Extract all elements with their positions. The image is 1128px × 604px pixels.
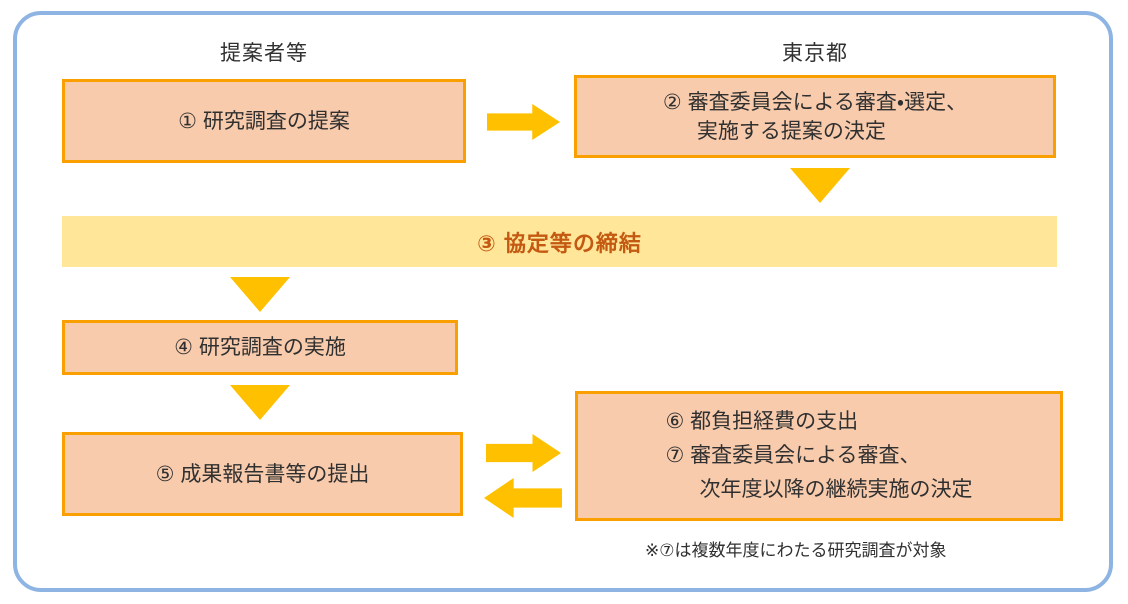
step6-label: ⑥ 都負担経費の支出 <box>665 410 859 433</box>
step5-report-submission-box: ⑤ 成果報告書等の提出 <box>62 432 463 516</box>
outer-rounded-frame <box>13 11 1113 592</box>
step7-label-line1: ⑦ 審査委員会による審査、 <box>665 444 921 467</box>
step2-label-line2: 実施する提案の決定 <box>696 119 886 143</box>
step2-review-committee-box: ② 審査委員会による審査・選定、 実施する提案の決定 <box>574 75 1056 158</box>
footnote-multi-year-note: ※⑦は複数年度にわたる研究調査が対象 <box>645 541 947 560</box>
step2-label-line1: ② 審査委員会による審査・選定、 <box>662 90 968 114</box>
step1-label: ① 研究調査の提案 <box>178 109 350 133</box>
step4-label: ④ 研究調査の実施 <box>174 336 346 359</box>
step6-7-expense-and-review-box: ⑥ 都負担経費の支出 ⑦ 審査委員会による審査、 次年度以降の継続実施の決定 <box>575 391 1063 521</box>
step5-label: ⑤ 成果報告書等の提出 <box>155 462 370 486</box>
step4-research-implementation-box: ④ 研究調査の実施 <box>62 320 458 375</box>
column-header-proposer: 提案者等 <box>220 42 308 65</box>
column-header-tokyo: 東京都 <box>782 42 848 65</box>
step3-agreement-band: ③ 協定等の締結 <box>62 216 1057 267</box>
step7-label-line2: 次年度以降の継続実施の決定 <box>699 478 973 501</box>
step3-label: ③ 協定等の締結 <box>477 230 642 256</box>
step1-research-proposal-box: ① 研究調査の提案 <box>62 79 466 163</box>
